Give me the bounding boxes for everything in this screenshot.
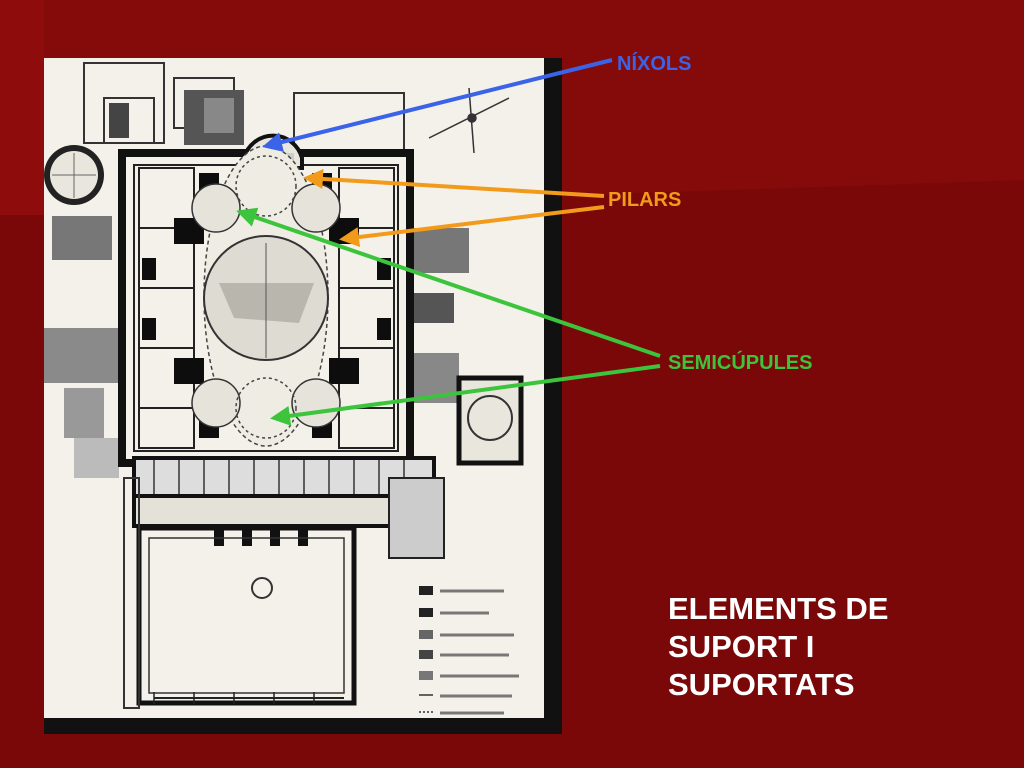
pilars-arrow-lower xyxy=(339,205,605,247)
semicupules-arrow-lower xyxy=(270,364,661,426)
semicupules-arrow-upper xyxy=(236,207,661,358)
slide-title: ELEMENTS DE SUPORT I SUPORTATS xyxy=(668,590,1008,704)
slide-title-line-1: ELEMENTS DE xyxy=(668,591,889,626)
label-nixols: NÍXOLS xyxy=(617,53,692,75)
slide-title-line-3: SUPORTATS xyxy=(668,667,855,702)
label-pilars: PILARS xyxy=(608,189,682,211)
nixols-arrow xyxy=(262,58,613,152)
floor-plan-image xyxy=(44,58,562,734)
label-semicupules: SEMICÚPULES xyxy=(668,352,813,374)
pilars-arrow-upper xyxy=(303,168,605,198)
slide-title-line-2: SUPORT I xyxy=(668,629,815,664)
